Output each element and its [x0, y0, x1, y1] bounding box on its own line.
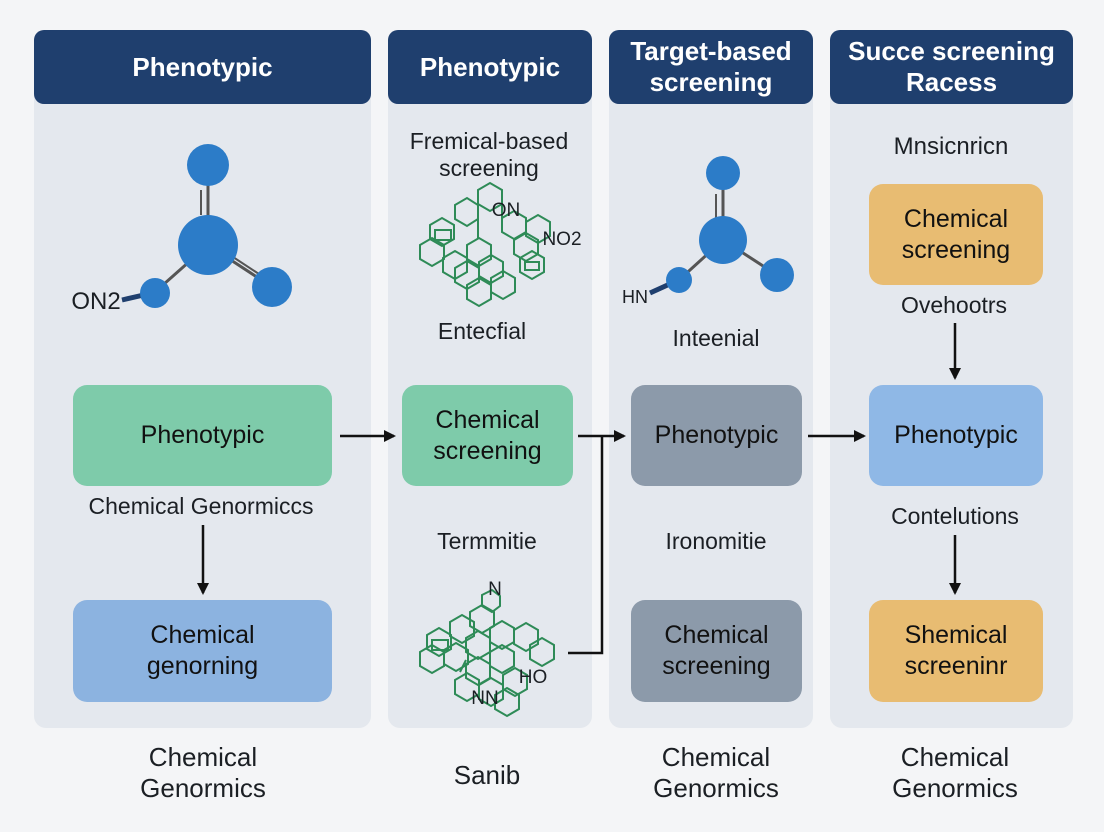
contelutions-label: Contelutions — [891, 503, 1019, 529]
chemical-screening-box: Chemical screening — [631, 600, 802, 702]
ring-label-n: N — [488, 579, 502, 600]
box-label: Phenotypic — [654, 421, 779, 449]
phenotypic-box: Phenotypic — [869, 385, 1043, 486]
ring-label-no2: NO2 — [542, 229, 582, 250]
chemical-screening-box: Chemical screening — [402, 385, 573, 486]
box-label: Phenotypic — [140, 421, 265, 449]
ring-label-on: ON — [491, 200, 521, 221]
mnsicnricn-label: Mnsicnricn — [893, 133, 1009, 160]
footer-label-1: Chemical Genormics — [140, 742, 266, 803]
ring-label-nn: NN — [471, 688, 499, 709]
chemical-screening-box: Chemical screening — [869, 184, 1043, 285]
ironomitie-label: Ironomitie — [665, 528, 767, 554]
box-label: Chemical screening — [433, 405, 542, 465]
box-label: Chemical screening — [662, 621, 771, 680]
screening-description: Fremical-based screening — [409, 128, 569, 181]
header-phenotypic-2: Phenotypic — [388, 30, 592, 104]
molecule-icon-1 — [121, 144, 292, 308]
header-target-based: Target-based screening — [609, 30, 813, 104]
ring-structure-icon-1 — [419, 181, 551, 308]
molecule-label: ON2 — [71, 288, 121, 315]
footer-label-2: Sanib — [453, 760, 521, 790]
header-label: Phenotypic — [419, 51, 561, 82]
box-label: Chemical genorning — [146, 621, 259, 680]
header-label: Target-based screening — [630, 36, 792, 97]
header-label: Phenotypic — [132, 51, 273, 82]
box-label: Chemical screening — [901, 204, 1011, 264]
inteenial-label: Inteenial — [672, 325, 760, 351]
ring-structure-icon-2 — [419, 588, 555, 718]
shemical-screeninr-box: Shemical screeninr — [869, 600, 1043, 702]
header-phenotypic-1: Phenotypic — [34, 30, 371, 104]
header-label: Succe screening Racess — [848, 36, 1055, 97]
phenotypic-box: Phenotypic — [631, 385, 802, 486]
footer-label-4: Chemical Genormics — [892, 742, 1018, 803]
ovehootrs-label: Ovehootrs — [900, 292, 1008, 318]
flow-arrows — [197, 323, 961, 655]
box-label: Shemical screeninr — [904, 621, 1008, 680]
molecule-label: HN — [622, 287, 648, 307]
footer-label-3: Chemical Genormics — [653, 742, 779, 803]
box-label: Phenotypic — [894, 421, 1018, 449]
molecule-icon-3 — [648, 156, 794, 296]
phenotypic-box: Phenotypic — [73, 385, 332, 486]
ring-label-ho: HO — [518, 667, 548, 688]
entecfial-label: Entecfial — [437, 318, 527, 344]
chemical-genorning-box: Chemical genorning — [73, 600, 332, 702]
header-success: Succe screening Racess — [830, 30, 1073, 104]
termmitie-label: Termmitie — [437, 528, 537, 554]
chemical-genomics-label: Chemical Genormiccs — [88, 493, 314, 519]
